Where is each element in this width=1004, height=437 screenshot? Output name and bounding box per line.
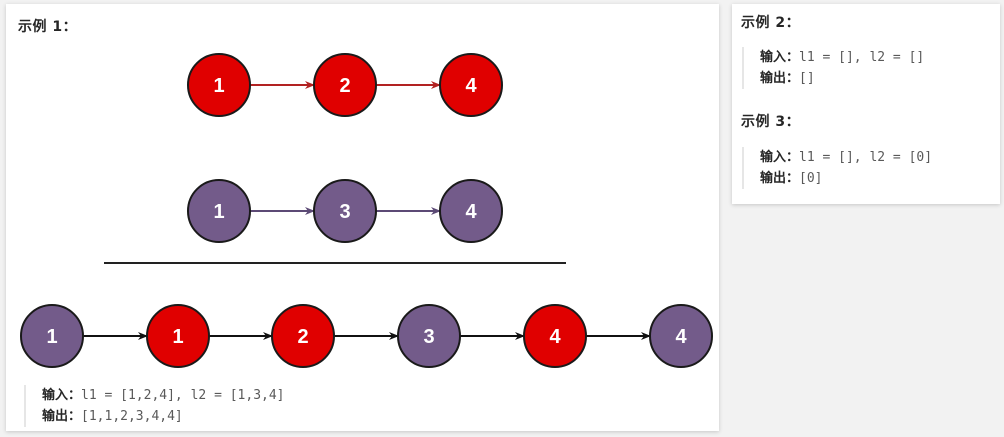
svg-text:2: 2 bbox=[339, 75, 350, 97]
merged-node: 3 bbox=[397, 304, 461, 368]
linked-list-diagram: 1 2 4 1 3 4 1 1 2 3 4 4 bbox=[20, 53, 713, 368]
list1-node: 2 bbox=[313, 53, 377, 117]
example-1-panel: 示例 1： 1 2 4 1 3 4 1 1 2 3 4 4 输入：l1 = [1,2,4], l2 =… bbox=[6, 4, 719, 431]
svg-text:4: 4 bbox=[675, 326, 687, 348]
example-1-input-value: l1 = [1,2,4], l2 = [1,3,4] bbox=[81, 388, 285, 403]
svg-text:1: 1 bbox=[213, 201, 224, 223]
svg-text:3: 3 bbox=[423, 326, 434, 348]
example-3-title: 示例 3： bbox=[741, 114, 801, 130]
example-2-output-row: 输出：[] bbox=[760, 68, 924, 89]
example-2-input-label: 输入： bbox=[760, 50, 800, 65]
example-1-output-label: 输出： bbox=[42, 409, 82, 424]
merged-node: 4 bbox=[649, 304, 713, 368]
svg-text:2: 2 bbox=[297, 326, 308, 348]
example-3-input-row: 输入：l1 = [], l2 = [0] bbox=[760, 147, 932, 168]
svg-text:1: 1 bbox=[172, 326, 183, 348]
list2-node: 4 bbox=[439, 179, 503, 243]
list2-node: 3 bbox=[313, 179, 377, 243]
svg-text:1: 1 bbox=[46, 326, 57, 348]
example-2-output-value: [] bbox=[799, 71, 815, 86]
list1-node: 4 bbox=[439, 53, 503, 117]
svg-text:1: 1 bbox=[213, 75, 224, 97]
example-3-code: 输入：l1 = [], l2 = [0] 输出：[0] bbox=[742, 147, 932, 189]
example-3-output-value: [0] bbox=[799, 171, 823, 186]
merged-node: 1 bbox=[146, 304, 210, 368]
list1-node: 1 bbox=[187, 53, 251, 117]
example-1-output-value: [1,1,2,3,4,4] bbox=[81, 409, 183, 424]
svg-text:4: 4 bbox=[465, 75, 477, 97]
example-1-input-label: 输入： bbox=[42, 388, 82, 403]
example-3-output-label: 输出： bbox=[760, 171, 800, 186]
example-1-code: 输入：l1 = [1,2,4], l2 = [1,3,4] 输出：[1,1,2,… bbox=[24, 385, 285, 427]
example-2-3-panel: 示例 2： 输入：l1 = [], l2 = [] 输出：[] 示例 3： 输入… bbox=[732, 4, 1000, 204]
example-1-output-row: 输出：[1,1,2,3,4,4] bbox=[42, 406, 285, 427]
example-3-input-label: 输入： bbox=[760, 150, 800, 165]
svg-text:3: 3 bbox=[339, 201, 350, 223]
merged-node: 1 bbox=[20, 304, 84, 368]
example-1-title: 示例 1： bbox=[18, 19, 78, 35]
example-2-input-row: 输入：l1 = [], l2 = [] bbox=[760, 47, 924, 68]
svg-text:4: 4 bbox=[465, 201, 477, 223]
merged-node: 4 bbox=[523, 304, 587, 368]
example-2-title: 示例 2： bbox=[741, 15, 801, 31]
example-2-code: 输入：l1 = [], l2 = [] 输出：[] bbox=[742, 47, 924, 89]
list2-node: 1 bbox=[187, 179, 251, 243]
example-2-output-label: 输出： bbox=[760, 71, 800, 86]
merged-node: 2 bbox=[271, 304, 335, 368]
example-3-input-value: l1 = [], l2 = [0] bbox=[799, 150, 933, 165]
svg-text:4: 4 bbox=[549, 326, 561, 348]
example-1-input-row: 输入：l1 = [1,2,4], l2 = [1,3,4] bbox=[42, 385, 285, 406]
example-2-input-value: l1 = [], l2 = [] bbox=[799, 50, 925, 65]
example-3-output-row: 输出：[0] bbox=[760, 168, 932, 189]
